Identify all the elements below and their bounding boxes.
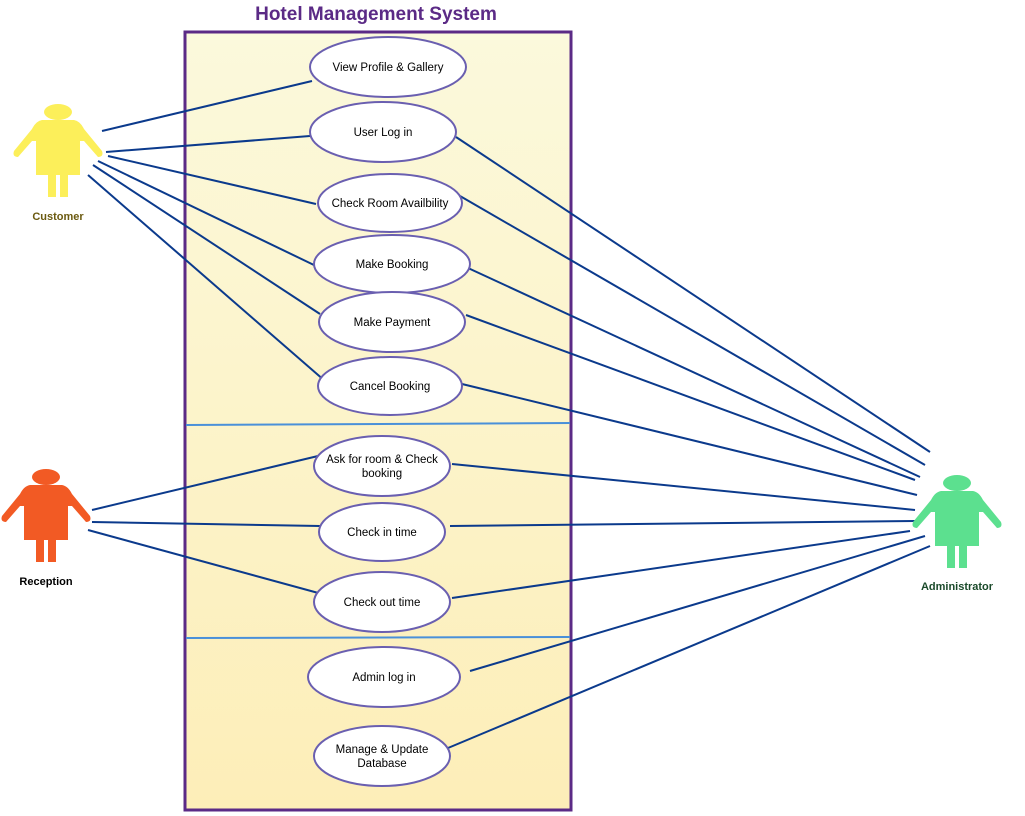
association-reception-ask-room: [91, 455, 319, 511]
association-customer-make-payment: [92, 164, 321, 315]
person-icon: [13, 104, 103, 197]
section-separator: [185, 636, 571, 639]
use-case-make-payment[interactable]: Make Payment: [318, 291, 466, 353]
association-administrator-cancel-booking: [461, 383, 918, 496]
association-customer-make-booking: [97, 160, 317, 267]
actor-reception[interactable]: Reception: [1, 469, 91, 588]
actor-label: Customer: [32, 211, 84, 223]
use-case-label: Check in time: [347, 527, 417, 539]
association-administrator-ask-room: [451, 463, 916, 511]
association-administrator-user-login: [455, 136, 931, 453]
association-customer-check-room: [107, 155, 317, 205]
associations: [87, 80, 931, 749]
use-case-make-booking[interactable]: Make Booking: [313, 234, 471, 294]
use-case-ellipse[interactable]: [313, 571, 451, 633]
actor-customer[interactable]: Customer: [13, 104, 103, 223]
association-customer-view-profile: [101, 80, 313, 132]
use-case-ellipse[interactable]: [307, 646, 461, 708]
use-case-label: booking: [362, 468, 402, 480]
section-separator: [185, 422, 571, 426]
use-case-label: Check out time: [344, 597, 421, 609]
use-case-label: Cancel Booking: [350, 381, 431, 393]
use-case-check-in[interactable]: Check in time: [318, 502, 446, 562]
association-customer-user-login: [105, 135, 311, 153]
use-case-ellipse[interactable]: [318, 291, 466, 353]
use-case-user-login[interactable]: User Log in: [309, 101, 457, 163]
diagram-title: Hotel Management System: [255, 4, 497, 25]
use-case-check-room[interactable]: Check Room Availbility: [317, 173, 463, 233]
use-case-label: Manage & Update: [336, 744, 429, 756]
actor-label: Reception: [19, 576, 72, 588]
use-case-ellipse[interactable]: [313, 435, 451, 497]
actor-label: Administrator: [921, 581, 994, 593]
association-reception-check-in: [91, 521, 321, 527]
use-case-label: User Log in: [354, 127, 413, 139]
use-case-label: Ask for room & Check: [326, 454, 438, 466]
association-administrator-manage-db: [447, 545, 931, 749]
person-icon: [912, 475, 1002, 568]
use-case-ellipse[interactable]: [313, 725, 451, 787]
use-case-admin-login[interactable]: Admin log in: [307, 646, 461, 708]
use-case-ask-room[interactable]: Ask for room & Check booking: [313, 435, 451, 497]
association-administrator-check-room: [459, 195, 926, 466]
actor-administrator[interactable]: Administrator: [912, 475, 1002, 593]
use-case-ellipse[interactable]: [317, 356, 463, 416]
association-administrator-check-in: [449, 520, 916, 527]
association-customer-cancel-booking: [87, 174, 326, 382]
use-case-label: Make Payment: [354, 317, 432, 329]
use-case-label: View Profile & Gallery: [333, 62, 444, 74]
use-case-view-profile[interactable]: View Profile & Gallery: [309, 36, 467, 98]
person-icon: [1, 469, 91, 562]
association-administrator-make-booking: [467, 267, 921, 478]
use-case-check-out[interactable]: Check out time: [313, 571, 451, 633]
use-case-cancel-booking[interactable]: Cancel Booking: [317, 356, 463, 416]
association-reception-check-out: [87, 529, 323, 595]
use-case-ellipse[interactable]: [309, 101, 457, 163]
use-case-ellipse[interactable]: [318, 502, 446, 562]
association-administrator-admin-login: [469, 535, 926, 672]
use-case-ellipse[interactable]: [309, 36, 467, 98]
use-case-label: Admin log in: [352, 672, 415, 684]
use-case-label: Make Booking: [356, 259, 429, 271]
use-case-label: Database: [357, 758, 406, 770]
use-case-label: Check Room Availbility: [332, 198, 449, 210]
association-administrator-make-payment: [465, 314, 916, 481]
association-administrator-check-out: [451, 530, 911, 599]
use-case-ellipse[interactable]: [317, 173, 463, 233]
